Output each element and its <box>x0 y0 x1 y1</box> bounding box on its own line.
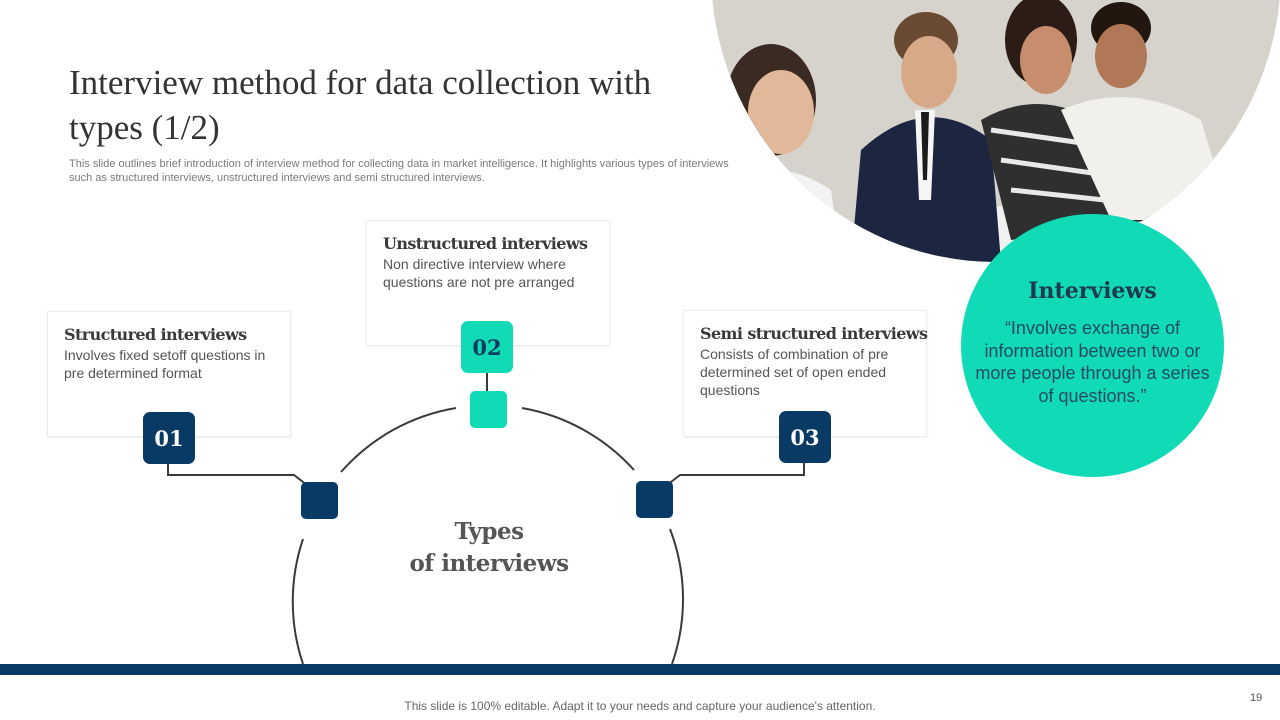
footer-note: This slide is 100% editable. Adapt it to… <box>404 699 876 713</box>
center-label-line2: of interviews <box>409 550 569 577</box>
card-title: Structured interviews <box>64 325 247 344</box>
definition-quote: “Involves exchange of information betwee… <box>975 318 1210 406</box>
page-number: 19 <box>1250 692 1263 704</box>
semi-structured-interviews-card: Semi structured interviews Consists of c… <box>683 310 928 437</box>
circle-arc-top-right <box>521 407 635 471</box>
card-description: Non directive interview where questions … <box>383 256 575 290</box>
circle-arc-left <box>291 538 304 665</box>
card-title: Unstructured interviews <box>383 234 588 253</box>
badge-03: 03 <box>779 411 831 463</box>
footer-bar <box>0 664 1280 675</box>
connector-03 <box>661 461 805 490</box>
connector-01 <box>167 461 313 490</box>
interviews-definition-circle: Interviews “Involves exchange of informa… <box>961 214 1224 477</box>
definition-title: Interviews <box>1028 278 1157 304</box>
slide-title: Interview method for data collection wit… <box>69 63 652 147</box>
circle-node-left <box>301 482 338 519</box>
slide-subtitle: This slide outlines brief introduction o… <box>69 158 729 184</box>
card-title: Semi structured interviews <box>700 324 928 343</box>
center-label-line1: Types <box>454 518 524 545</box>
badge-02: 02 <box>461 321 513 373</box>
circle-arc-top-left <box>340 407 457 473</box>
types-of-interviews-label: Types of interviews <box>389 516 589 580</box>
badge-01: 01 <box>143 412 195 464</box>
card-description: Consists of combination of pre determine… <box>700 346 889 398</box>
circle-node-top <box>470 391 507 428</box>
circle-arc-right <box>669 528 684 665</box>
card-description: Involves fixed setoff questions in pre d… <box>64 347 266 381</box>
circle-node-right <box>636 481 673 518</box>
team-photo <box>711 0 1280 262</box>
